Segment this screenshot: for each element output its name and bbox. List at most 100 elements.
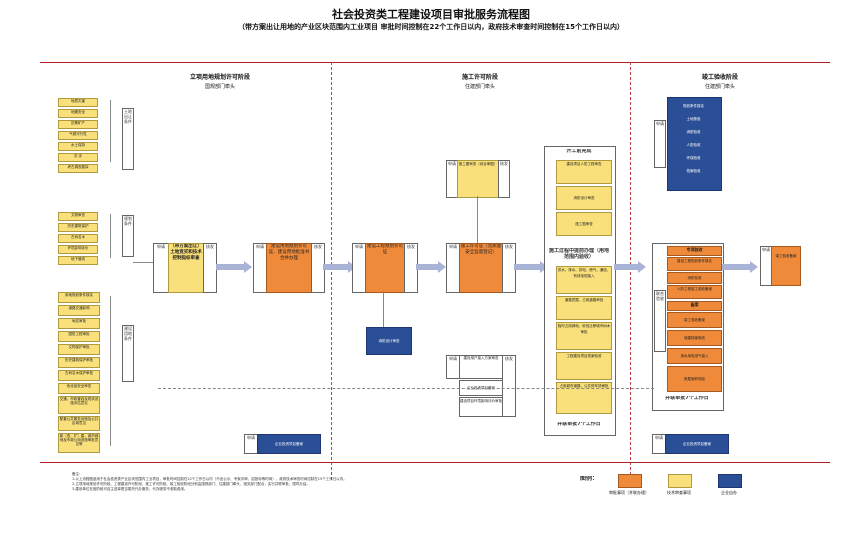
legend-title: 图例： (580, 476, 599, 481)
joint-acceptance-label: 联合验收 (654, 290, 666, 352)
flow-arrow (216, 264, 244, 270)
list-item: 洪 评 (58, 153, 98, 162)
stage-3-lead: 住建部门牵头 (704, 84, 735, 90)
connector (383, 291, 384, 327)
connector (110, 296, 111, 446)
list-item: 历史建筑保护 (58, 223, 98, 232)
list-item: 房屋面积测绘 (667, 366, 722, 392)
list-item: 消防验收 (686, 130, 701, 134)
apply-label-2: 申请 (253, 243, 267, 293)
list-item: 气候可行性 (58, 131, 98, 140)
flow-arrowhead (244, 261, 252, 273)
connector (110, 214, 111, 258)
flow-arrowhead (750, 261, 758, 273)
issue-label-5: 核发 (498, 160, 510, 198)
list-item: 地下管线 (58, 256, 98, 265)
left-group-2: 文物审查 历史建筑保护 古树名木 环境影响评价 地下管线 (58, 212, 98, 267)
legend-label-self: 企业自办 (721, 490, 737, 495)
legend-label-technical: 技术审查事项 (667, 490, 691, 495)
list-item: 施工图审查 (556, 212, 612, 236)
flow-arrow (614, 264, 638, 270)
flow-arrow (323, 264, 349, 270)
issue-label-1: 核发 (203, 243, 217, 293)
list-item: 人防工程竣工验收备案 (667, 285, 722, 299)
stage-3-title: 竣工验收阶段 (701, 74, 738, 81)
list-item: 档案验收 (686, 169, 701, 173)
left-group-1: 地质灾害 地震安全 压覆矿产 气候可行性 水土保持 洪 评 考古调查勘探 (58, 98, 98, 175)
list-item: 配套公共服务设施及公共区域意见 (58, 416, 100, 431)
bottom-filing-box-right: 企业投资项目备案 (665, 434, 729, 454)
list-item: 用地规划条件核实 (58, 292, 100, 303)
construction-permit-box: 施工许可证（含质量安全监督登记） (459, 243, 503, 293)
connector (477, 196, 478, 243)
group-3-label: 建设用地条件 (122, 325, 134, 382)
pre-construction-header: 开工前完成 (566, 149, 592, 154)
list-item: 临时占用绿地、砍伐迁移城市树木审批 (556, 322, 612, 350)
acceptance-blue-list: 规划条件核实 土地核验 消防验收 人防验收 环保验收 档案验收 (669, 100, 718, 178)
bottom-filing-box-left: 企业投资项目备案 (257, 434, 321, 454)
list-item: 占用城市道路、公共停车场审批 (556, 382, 612, 414)
apply-label-7: 申请 (654, 120, 666, 168)
list-item: 消防验收 (667, 272, 722, 284)
stage-divider-1 (331, 62, 332, 480)
land-permit-box: 建设用地规划许可证、建设用地批准书合并办理 (266, 243, 312, 293)
access-review-box: 建设用户接入方案审查 (459, 355, 503, 379)
list-item: 古树名木 (58, 234, 98, 243)
land-auction-box: （带方案出让）土地竞买和技术控制指标审查 (168, 243, 204, 293)
dashed-flow-line (158, 388, 654, 389)
list-item: 危化品安全审查 (58, 383, 100, 394)
connector (110, 100, 111, 162)
apply-label-1: 申请 (153, 243, 169, 293)
flow-arrowhead (438, 261, 446, 273)
list-item: 压覆矿产 (58, 120, 98, 129)
list-item: 新（改、扩）建、城市绿地及市政公用设施审批意见等 (58, 433, 100, 453)
note-2: 2.立项用地规划许可阶段、工程建设许可阶段、施工许可阶段、竣工验收阶段分别由国规… (72, 482, 310, 486)
acceptance-blue-panel (667, 97, 722, 191)
list-item: 考古调查勘探 (58, 164, 98, 173)
legend-swatch-self (718, 474, 742, 488)
connector (133, 262, 153, 263)
left-group-3: 用地规划条件核实 道路交通影响 地名审批 国防工程审批 文物保护审批 历史建筑保… (58, 292, 100, 453)
list-item: 建设项目人防工程审查 (556, 160, 612, 184)
stage-divider-2 (630, 62, 631, 480)
apply-label-4: 申请 (446, 243, 460, 293)
filing-title: 备案 (667, 301, 722, 311)
legend-swatch-approval (618, 474, 642, 488)
page-title: 社会投资类工程建设项目审批服务流程图 (332, 8, 530, 21)
fire-review-box: 消防设计审查 (366, 327, 412, 355)
list-item: 环保验收 (686, 156, 701, 160)
legend-label-approval: 审批事项（并联办理） (609, 490, 649, 495)
legend-swatch-technical (668, 474, 692, 488)
note-1: 1.以上流程图适用于社会投资类产业区块范围内工业项目，审批时间控制在22个工作日… (72, 477, 347, 481)
eia-box: 建设项目环境影响评价审批 (459, 397, 503, 417)
group-2-label: 规划条件 (122, 215, 134, 257)
group-1-label: 土地出让条件 (122, 108, 134, 170)
list-item: 地震安全 (58, 109, 98, 118)
list-item: 古树名木保护审批 (58, 370, 100, 381)
list-item: 人防验收 (686, 143, 701, 147)
list-item: 建设工程规划条件核实 (667, 257, 722, 271)
list-item: 城建档案验收 (667, 330, 722, 346)
apply-label-3: 申请 (352, 243, 366, 293)
acceptance-footer: 并联审批7个工作日 (665, 396, 709, 401)
list-item: 土地核验 (686, 117, 701, 121)
list-item: 道路交通影响 (58, 305, 100, 316)
pre-construction-footer: 并联审批7个工作日 (557, 422, 601, 427)
list-item: 交通、市政管线及现状设施评估意见 (58, 396, 100, 414)
final-filing-box: 竣工验收备案 (771, 246, 801, 286)
list-item: 文物审查 (58, 212, 98, 221)
list-item: 历史建筑保护审批 (58, 357, 100, 368)
flow-arrow (722, 264, 750, 270)
apply-label-6: 申请 (446, 355, 460, 379)
list-item: 地名审批 (58, 318, 100, 329)
flow-arrow (514, 264, 540, 270)
stage-1-lead: 国规部门牵头 (204, 84, 235, 90)
list-item: 用水用电用气接入 (667, 348, 722, 364)
notes-heading: 备注： (72, 472, 83, 476)
issue-label-6: 核发 (502, 355, 516, 417)
flow-arrowhead (638, 261, 646, 273)
stage-1-title: 立项用地规划许可阶段 (189, 74, 250, 81)
special-acceptance-title: 专项验收 (667, 246, 722, 256)
stage-2-title: 施工许可阶段 (461, 74, 498, 81)
stage-2-lead: 住建部门牵头 (464, 84, 495, 90)
